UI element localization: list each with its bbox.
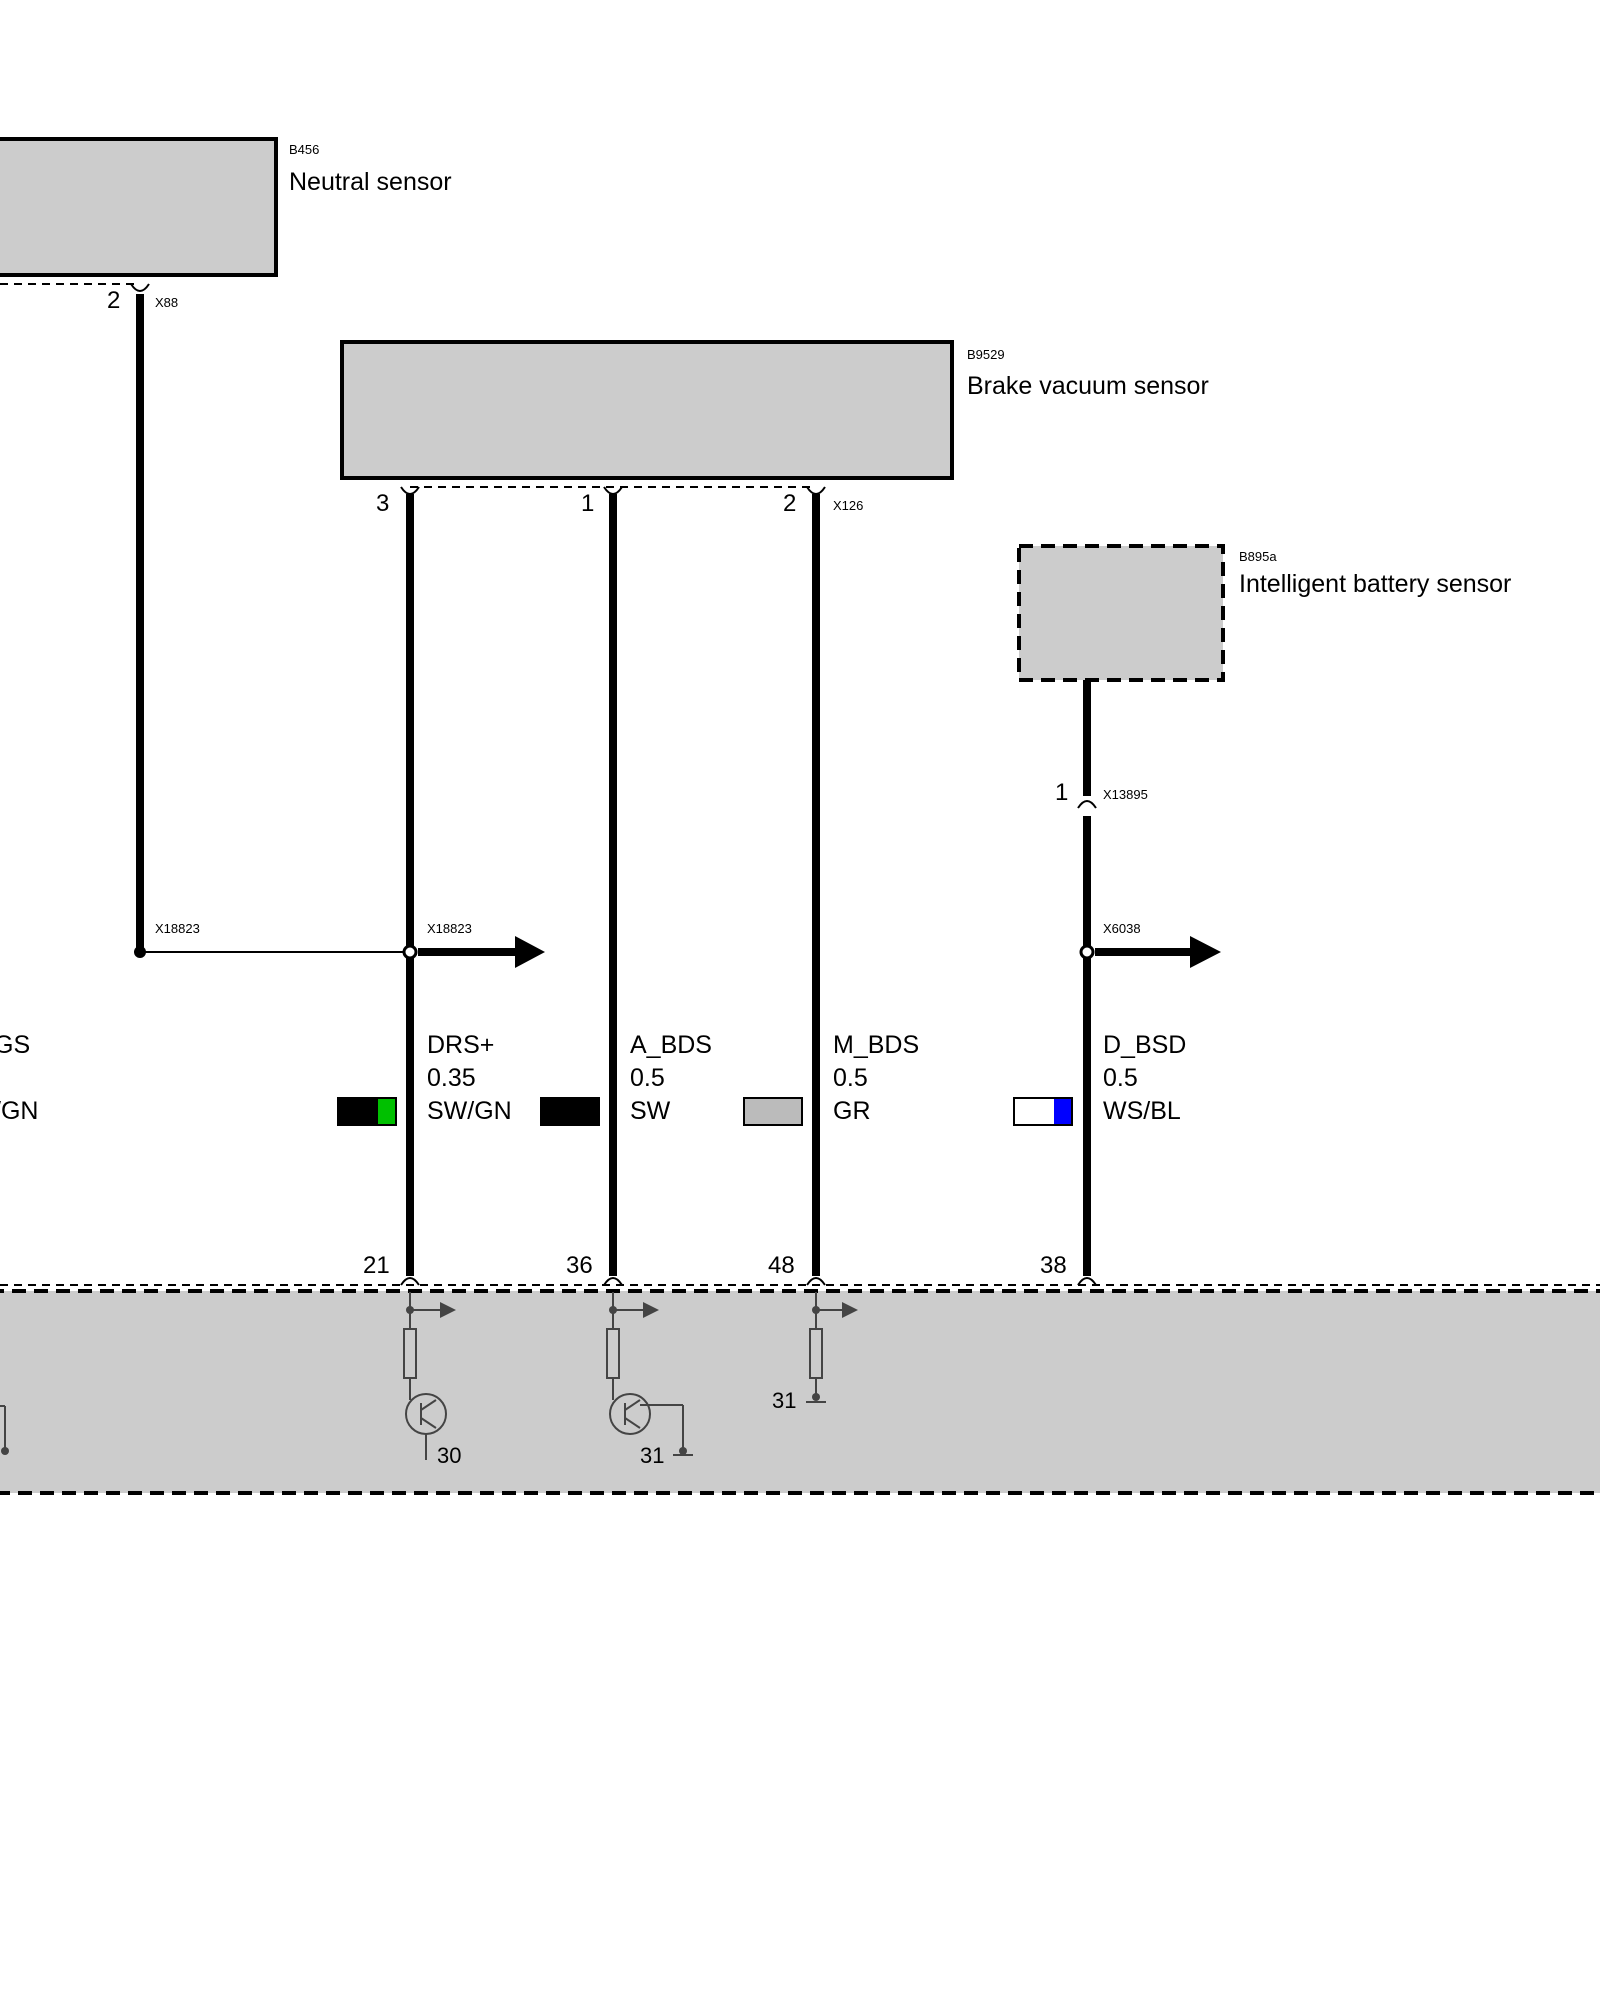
splice-right-label: X6038 (1103, 921, 1141, 936)
wire-d-bsd-gauge: 0.5 (1103, 1064, 1138, 1092)
wire-d-bsd-color: WS/BL (1103, 1097, 1181, 1125)
wire-drs-swatch (337, 1097, 397, 1126)
internal-circuit-a-bds-label: 31 (640, 1443, 664, 1468)
internal-circuit-m-bds: 31 (772, 1292, 858, 1413)
brake-vacuum-sensor-pin-abds: 1 (581, 490, 594, 517)
battery-sensor-ref: B895a (1239, 549, 1277, 564)
internal-circuit-a-bds: 31 (606, 1292, 693, 1468)
internal-circuit-drs-label: 30 (437, 1443, 461, 1468)
wire-a-bds-signal: A_BDS (630, 1031, 712, 1059)
brake-vacuum-sensor-ref: B9529 (967, 347, 1005, 362)
splice-middle-label: X18823 (427, 921, 472, 936)
splice-middle-dot (402, 944, 418, 960)
battery-sensor-connector: X13895 (1103, 787, 1148, 802)
control-unit-pin-36: 36 (566, 1252, 593, 1279)
neutral-sensor-connector: X88 (155, 295, 178, 310)
splice-left-dot (134, 946, 146, 958)
wires (130, 283, 1097, 1286)
splices: X18823 X18823 X6038 (134, 921, 1221, 968)
wire-gs-color: /GN (0, 1097, 38, 1125)
control-unit-pin-21: 21 (363, 1252, 390, 1279)
wire-d-bsd-swatch (1013, 1097, 1073, 1126)
neutral-sensor-title: Neutral sensor (289, 168, 452, 196)
wire-m-bds-signal: M_BDS (833, 1031, 919, 1059)
wire-a-bds-color: SW (630, 1097, 671, 1125)
brake-vacuum-sensor-pin-drs: 3 (376, 490, 389, 517)
wire-a-bds-gauge: 0.5 (630, 1064, 665, 1092)
wire-m-bds-swatch (743, 1097, 803, 1126)
splice-right-arrow (1190, 936, 1221, 968)
control-unit: 21 36 48 38 30 (0, 1252, 1600, 1495)
neutral-sensor-box (0, 137, 278, 277)
brake-vacuum-sensor-pin-mbds: 2 (783, 490, 796, 517)
control-unit-pin-48: 48 (768, 1252, 795, 1279)
neutral-sensor: B456 Neutral sensor 2 X88 (0, 137, 452, 314)
wire-drs-color: SW/GN (427, 1097, 512, 1125)
brake-vacuum-sensor: B9529 Brake vacuum sensor 3 1 2 X126 (340, 340, 1209, 517)
splice-right-dot (1079, 944, 1095, 960)
wire-m-bds-color: GR (833, 1097, 871, 1125)
control-unit-box (0, 1289, 1600, 1495)
battery-sensor-title: Intelligent battery sensor (1239, 570, 1511, 598)
splice-middle-arrow (515, 936, 545, 968)
wire-a-bds-swatch (540, 1097, 600, 1126)
battery-sensor: B895a Intelligent battery sensor 1 X1389… (1017, 544, 1511, 806)
brake-vacuum-sensor-connector: X126 (833, 498, 863, 513)
neutral-sensor-ref: B456 (289, 142, 319, 157)
battery-sensor-box (1017, 544, 1225, 682)
internal-circuit-drs: 30 (403, 1292, 461, 1468)
wire-gs-signal: GS (0, 1031, 30, 1059)
brake-vacuum-sensor-title: Brake vacuum sensor (967, 372, 1209, 400)
wire-drs-signal: DRS+ (427, 1031, 494, 1059)
neutral-sensor-pin: 2 (107, 287, 120, 314)
battery-sensor-pin: 1 (1055, 779, 1068, 806)
wire-drs-gauge: 0.35 (427, 1064, 476, 1092)
partial-ground-symbol (0, 1405, 9, 1455)
internal-circuit-m-bds-label: 31 (772, 1388, 796, 1413)
wire-labels: GS /GN DRS+ 0.35 SW/GN A_BDS 0.5 SW M_BD… (0, 1031, 1186, 1126)
control-unit-pin-38: 38 (1040, 1252, 1067, 1279)
splice-left-label: X18823 (155, 921, 200, 936)
wire-d-bsd-signal: D_BSD (1103, 1031, 1186, 1059)
wire-m-bds-gauge: 0.5 (833, 1064, 868, 1092)
brake-vacuum-sensor-box (340, 340, 954, 480)
